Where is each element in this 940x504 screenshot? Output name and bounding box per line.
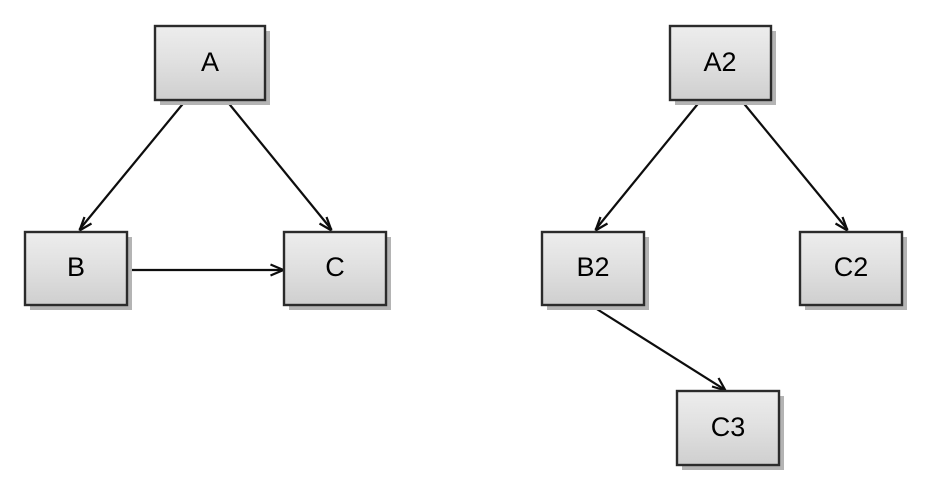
edge-a2-to-b2-line (594, 99, 702, 231)
node-c-label: C (325, 252, 345, 282)
node-c3-box (675, 389, 781, 467)
edge-a-to-c[interactable] (225, 99, 333, 232)
node-c-box (282, 230, 388, 307)
edge-a2-to-c2[interactable] (740, 99, 849, 232)
node-a2[interactable]: A2 (668, 24, 776, 105)
node-b2-label: B2 (576, 252, 609, 282)
graph-left: A B C (23, 24, 391, 310)
node-c2[interactable]: C2 (798, 230, 907, 310)
node-a[interactable]: A (153, 24, 270, 105)
node-b[interactable]: B (23, 230, 132, 310)
node-a-label: A (201, 47, 219, 77)
edge-a2-to-c2-arrowhead (834, 216, 849, 232)
node-c[interactable]: C (282, 230, 391, 310)
edge-b-to-c[interactable] (128, 263, 284, 277)
edge-a-to-b[interactable] (78, 99, 187, 232)
edge-a2-to-b2-arrowhead (594, 216, 609, 232)
node-b2[interactable]: B2 (540, 230, 649, 310)
edge-b-to-c-arrowhead (270, 263, 284, 277)
node-c2-box (798, 230, 904, 307)
edge-b2-to-c3[interactable] (591, 305, 727, 392)
edge-b2-to-c3-arrowhead (711, 377, 727, 392)
edge-b2-to-c3-line (591, 305, 726, 391)
edge-a-to-b-line (78, 99, 187, 231)
node-c3[interactable]: C3 (675, 389, 784, 470)
graph-right: A2 B2 C2 C3 (540, 24, 907, 470)
edge-a-to-c-arrowhead (318, 216, 333, 232)
node-a-box (153, 24, 267, 102)
node-c3-label: C3 (711, 412, 746, 442)
node-a2-box (668, 24, 773, 102)
node-a2-label: A2 (703, 47, 736, 77)
edge-a-to-c-line (225, 99, 333, 231)
edge-a2-to-b2[interactable] (594, 99, 702, 232)
node-b-box (23, 230, 129, 307)
node-b-label: B (67, 252, 85, 282)
edge-a-to-b-arrowhead (78, 216, 93, 232)
node-c2-label: C2 (834, 252, 869, 282)
edge-a2-to-c2-line (740, 99, 849, 231)
node-b2-box (540, 230, 646, 307)
